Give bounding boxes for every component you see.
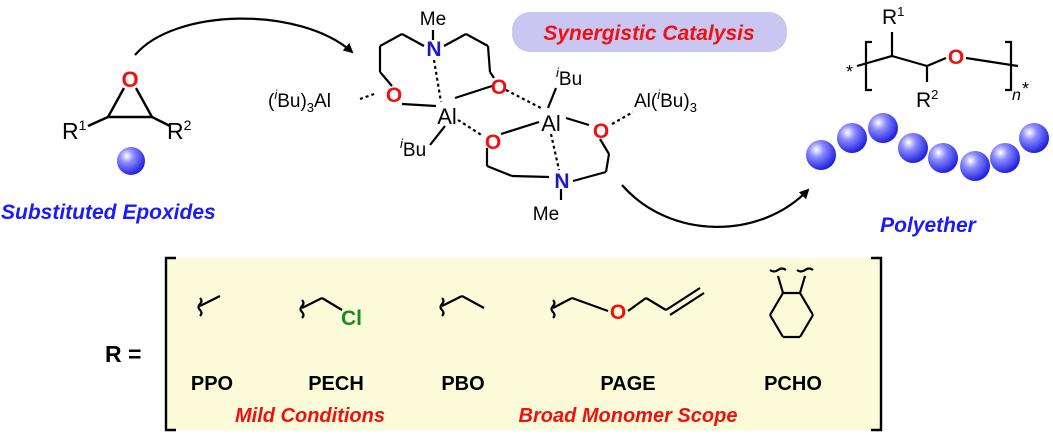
polymer-structure: R1 R2 O * n * (846, 4, 1029, 112)
epoxide-oxygen: O (121, 67, 138, 92)
r-equals-label: R = (105, 341, 141, 367)
polyether-beads (806, 113, 1049, 181)
epoxide-caption: Substituted Epoxides (1, 201, 216, 224)
polymer-star-right: * (1022, 79, 1029, 99)
oxygen-top-left: O (386, 84, 402, 107)
label-pbo: PBO (441, 373, 484, 395)
triisobutylaluminum-right: Al(iBu)3 (634, 87, 697, 115)
polyether-bead (898, 133, 928, 163)
label-ppo: PPO (191, 373, 233, 395)
polymer-n: n (1012, 87, 1021, 104)
catalyst-structure (359, 30, 634, 200)
methyl-bottom: Me (533, 204, 559, 225)
monomer-sphere (117, 147, 145, 175)
chlorine-atom: Cl (341, 307, 362, 330)
arrow-to-polymer (621, 184, 810, 228)
polyether-bead (868, 113, 898, 143)
oxygen-right: O (593, 120, 609, 143)
polymer-oxygen: O (948, 46, 964, 69)
label-pech: PECH (308, 373, 364, 395)
isobutyl-left: iBu (400, 136, 426, 161)
isobutyl-right: iBu (556, 65, 582, 90)
polyether-bead (806, 140, 836, 170)
substituent-panel (164, 256, 883, 432)
epoxide-structure: O R1 R2 (62, 67, 192, 175)
substituent-labels: PPO PECH PBO PAGE PCHO (191, 373, 822, 395)
polyether-bead (990, 143, 1020, 173)
polymer-star-left: * (846, 62, 853, 82)
catalyst-badge: Synergistic Catalysis (512, 12, 787, 52)
arrow-to-catalyst (134, 17, 354, 56)
polymer-caption: Polyether (880, 214, 978, 237)
label-page: PAGE (600, 373, 655, 395)
svg-text:Synergistic Catalysis: Synergistic Catalysis (543, 22, 754, 45)
polymer-r2: R2 (916, 87, 938, 112)
page-oxygen: O (610, 301, 626, 324)
label-pcho: PCHO (764, 373, 822, 395)
triisobutylaluminum-left: (iBu)3Al (268, 87, 331, 115)
polyether-bead (928, 143, 958, 173)
footer-mild-conditions: Mild Conditions (235, 405, 385, 427)
polymer-r1: R1 (882, 4, 904, 29)
polyether-bead (837, 123, 867, 153)
aluminum-right: Al (541, 111, 561, 136)
substituent-structures (197, 267, 814, 339)
nitrogen-top: N (426, 38, 441, 61)
catalyst-labels: Me N O O Al Al O O N Me iBu iBu (iBu)3Al… (268, 9, 697, 225)
aluminum-left: Al (437, 104, 457, 129)
polyether-bead (1019, 123, 1049, 153)
polyether-bead (960, 151, 990, 181)
oxygen-top-right: O (491, 76, 507, 99)
footer-broad-scope: Broad Monomer Scope (519, 405, 738, 427)
epoxide-r2: R2 (167, 117, 192, 144)
epoxide-r1: R1 (62, 117, 87, 144)
oxygen-bridge: O (485, 131, 501, 154)
methyl-top: Me (420, 9, 446, 30)
nitrogen-bottom: N (554, 170, 569, 193)
